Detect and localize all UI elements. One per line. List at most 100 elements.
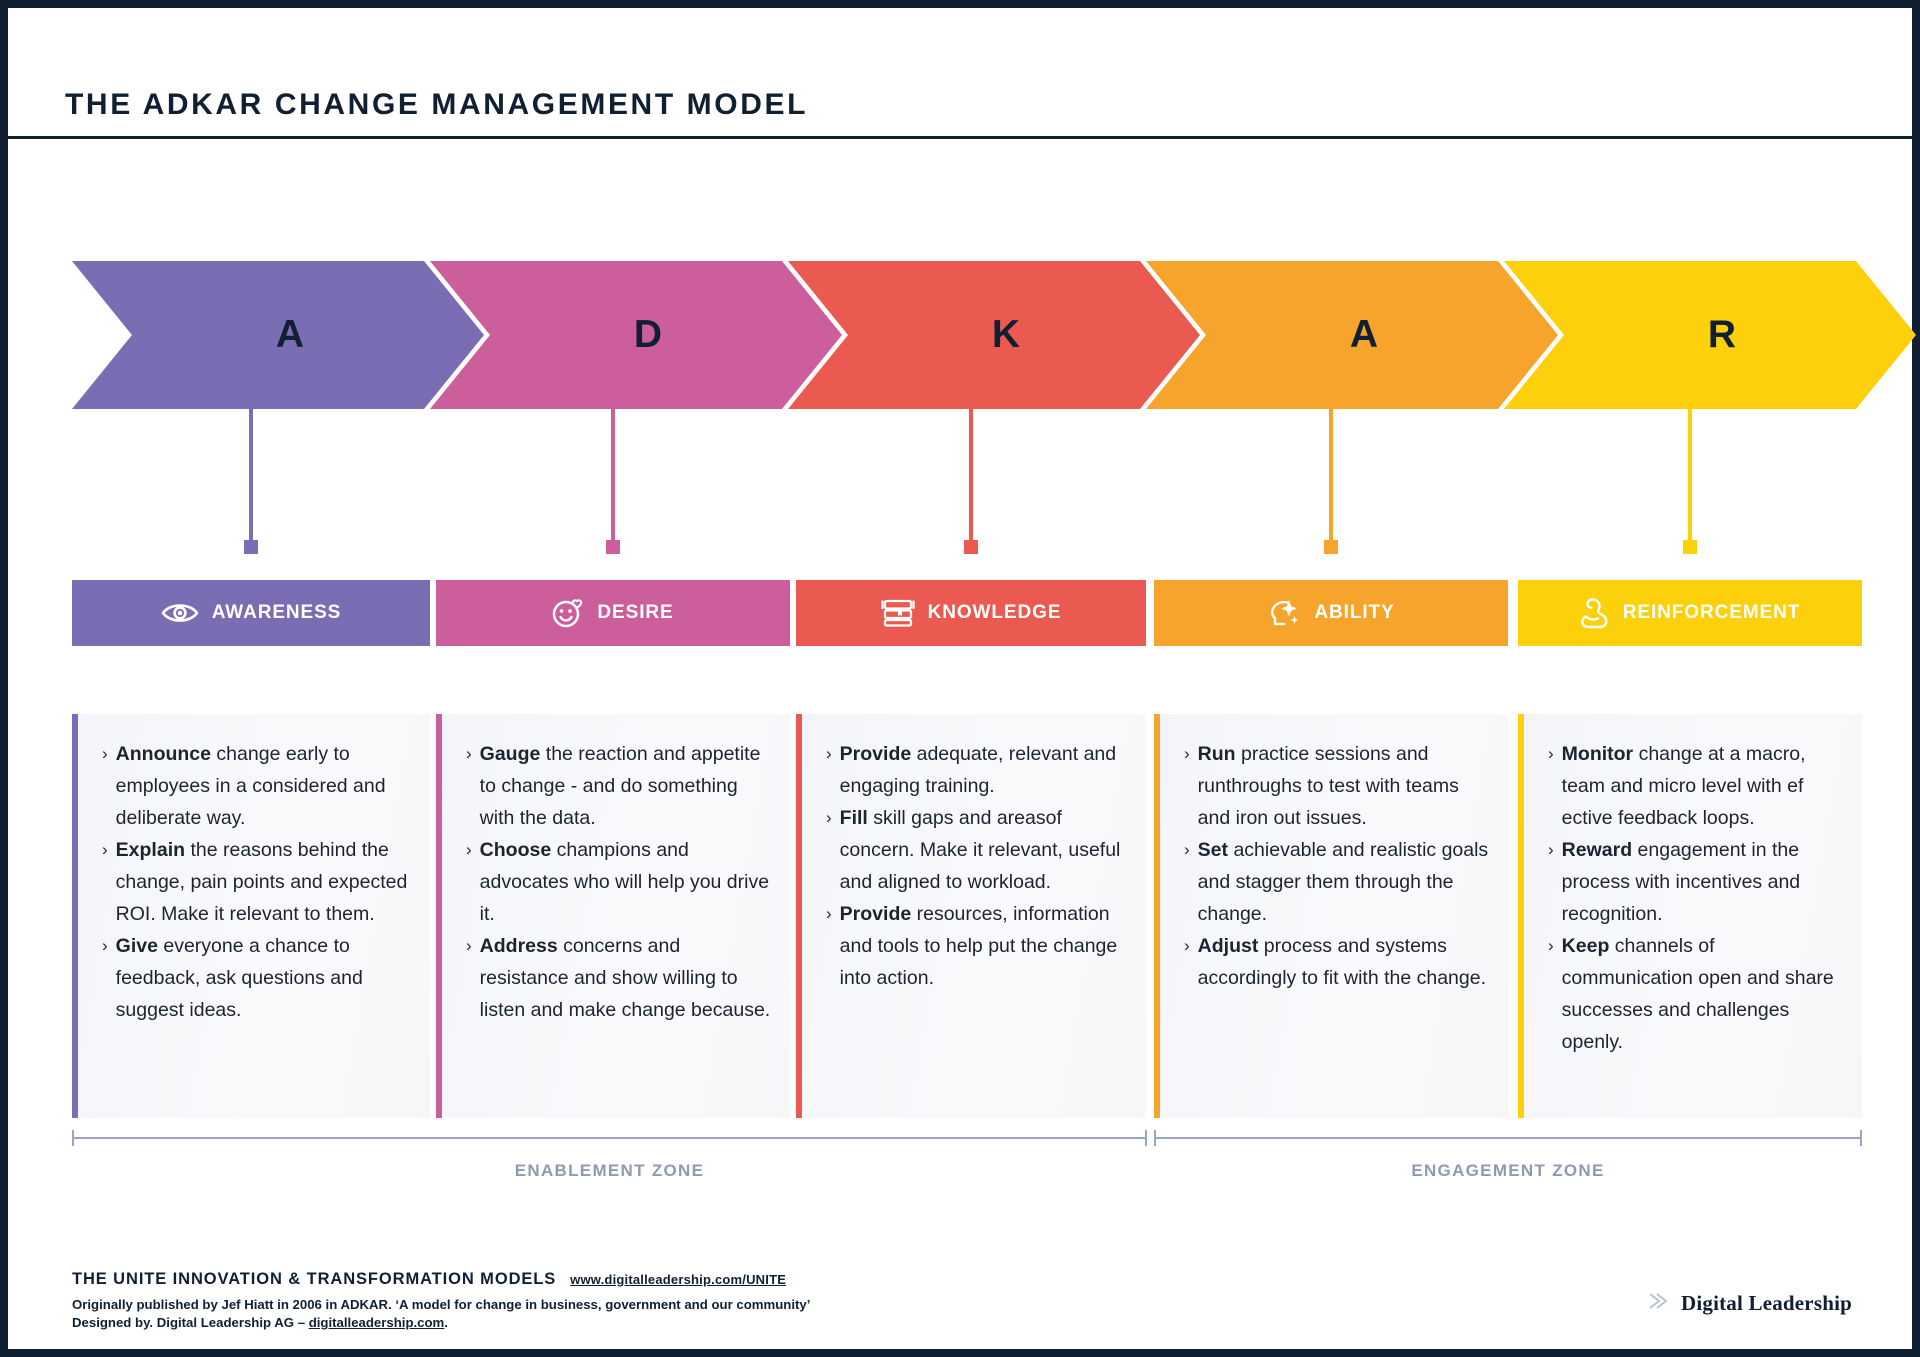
list-item-text: Adjust process and systems accordingly t… bbox=[1197, 935, 1487, 989]
list-item: › Choose champions and advocates who will… bbox=[466, 834, 772, 930]
bullet-chevron-icon: › bbox=[1548, 744, 1554, 763]
list-item-lead: Reward bbox=[1561, 839, 1633, 861]
zone-rule bbox=[1154, 1137, 1862, 1139]
list-item: ›Fill skill gaps and areasof concern. Ma… bbox=[826, 802, 1128, 898]
bullet-chevron-icon: › bbox=[466, 840, 472, 859]
list-item: › Explain the reasons behind the change, … bbox=[102, 834, 412, 930]
header: THE ADKAR CHANGE MANAGEMENT MODEL bbox=[8, 8, 1912, 139]
list-item-lead: Explain bbox=[115, 839, 186, 861]
stage-card-reinforcement: › Monitor change at a macro, team and mic… bbox=[1518, 714, 1862, 1118]
stage-chevron-reinforcement: R bbox=[1504, 261, 1916, 409]
bullet-chevron-icon: › bbox=[826, 744, 832, 763]
stage-chevron-letter: A bbox=[275, 313, 305, 356]
list-item: › Run practice sessions and runthroughs t… bbox=[1184, 738, 1490, 834]
stage-label-bar-knowledge[interactable]: KNOWLEDGE bbox=[796, 580, 1146, 646]
stage-label-bar-reinforcement[interactable]: REINFORCEMENT bbox=[1518, 580, 1862, 646]
list-item-lead: Provide bbox=[839, 903, 912, 925]
list-item-lead: Provide bbox=[839, 743, 912, 765]
footer-designed-by: Designed by. Digital Leadership AG – bbox=[72, 1315, 309, 1330]
list-item: › Announce change early to employees in a… bbox=[102, 738, 412, 834]
stage-label-text: REINFORCEMENT bbox=[1622, 602, 1801, 623]
bullet-chevron-icon: › bbox=[1184, 936, 1190, 955]
stage-label-bar-awareness[interactable]: AWARENESS bbox=[72, 580, 430, 646]
zone-tick bbox=[1145, 1130, 1147, 1146]
footer-brand-rest: INNOVATION & TRANSFORMATION MODELS bbox=[167, 1270, 557, 1288]
footer-unite-link[interactable]: www.digitalleadership.com/UNITE bbox=[570, 1272, 787, 1287]
list-item-text: Set achievable and realistic goals and s… bbox=[1197, 839, 1489, 925]
list-item: ›Address concerns and resistance and sho… bbox=[466, 930, 772, 1026]
stage-label-text: AWARENESS bbox=[211, 602, 342, 623]
list-item-lead: Monitor bbox=[1561, 743, 1634, 765]
footer-credit-line-2: Designed by. Digital Leadership AG – dig… bbox=[72, 1314, 810, 1332]
stage-chevron-desire: D bbox=[430, 261, 842, 409]
list-item: › Set achievable and realistic goals and … bbox=[1184, 834, 1490, 930]
head-sparkle-icon bbox=[1267, 598, 1301, 628]
stage-label-bar-ability[interactable]: ABILITY bbox=[1154, 580, 1508, 646]
connector-stem-reinforcement bbox=[1683, 409, 1697, 554]
connector-cap bbox=[244, 540, 258, 554]
list-item-text: Gauge the reaction and appetite to chang… bbox=[479, 743, 761, 829]
footer-period: . bbox=[444, 1315, 448, 1330]
stage-label-text: KNOWLEDGE bbox=[927, 602, 1062, 623]
connector-stem-knowledge bbox=[964, 409, 978, 554]
page-title: THE ADKAR CHANGE MANAGEMENT MODEL bbox=[65, 88, 809, 121]
stage-card-knowledge: ›Provide adequate, relevant and engaging… bbox=[796, 714, 1146, 1118]
eye-icon bbox=[161, 600, 199, 626]
list-item-lead: Choose bbox=[479, 839, 552, 861]
bullet-chevron-icon: › bbox=[1184, 744, 1190, 763]
books-icon bbox=[880, 598, 915, 628]
footer-site-link[interactable]: digitalleadership.com bbox=[308, 1315, 445, 1330]
bullet-chevron-icon: › bbox=[1548, 840, 1554, 859]
list-item-text: Announce change early to employees in a … bbox=[115, 743, 386, 829]
list-item-text: Reward engagement in the process with in… bbox=[1561, 839, 1801, 925]
connector-cap bbox=[606, 540, 620, 554]
list-item-lead: Fill bbox=[839, 807, 868, 829]
footer-credit-lines: Originally published by Jef Hiatt in 200… bbox=[72, 1296, 810, 1332]
list-item: ›Give everyone a chance to feedback, ask… bbox=[102, 930, 412, 1026]
list-item-lead: Give bbox=[115, 935, 158, 957]
list-item-text: Explain the reasons behind the change, p… bbox=[115, 839, 408, 925]
stage-chevron-knowledge: K bbox=[788, 261, 1200, 409]
smiley-heart-icon bbox=[552, 598, 584, 628]
bullet-chevron-icon: › bbox=[102, 936, 108, 955]
list-item-text: Address concerns and resistance and show… bbox=[479, 935, 771, 1021]
list-item-text: Run practice sessions and runthroughs to… bbox=[1197, 743, 1459, 829]
bullet-chevron-icon: › bbox=[466, 744, 472, 763]
list-item-text: Monitor change at a macro, team and micr… bbox=[1561, 743, 1806, 829]
stage-chevron-letter: K bbox=[991, 313, 1021, 356]
footer-credits: THE UNITE INNOVATION & TRANSFORMATION MO… bbox=[72, 1270, 810, 1332]
list-item: › Gauge the reaction and appetite to chan… bbox=[466, 738, 772, 834]
connector-stem-desire bbox=[606, 409, 620, 554]
zone-label: ENABLEMENT ZONE bbox=[514, 1161, 705, 1180]
list-item-lead: Set bbox=[1197, 839, 1229, 861]
bullet-chevron-icon: › bbox=[102, 840, 108, 859]
stage-card-awareness: › Announce change early to employees in a… bbox=[72, 714, 430, 1118]
bullet-chevron-icon: › bbox=[102, 744, 108, 763]
stage-chevron-letter: R bbox=[1707, 313, 1737, 356]
zone-tick bbox=[72, 1130, 74, 1146]
double-chevron-icon bbox=[1648, 1291, 1670, 1316]
list-item-text: Keep channels of communication open and … bbox=[1561, 935, 1834, 1053]
list-item-text: Choose champions and advocates who will … bbox=[479, 839, 770, 925]
stage-chevron-awareness: A bbox=[72, 261, 484, 409]
list-item: ›Provide resources, information and tool… bbox=[826, 898, 1128, 994]
stage-label-bar-desire[interactable]: DESIRE bbox=[436, 580, 790, 646]
connector-stem-ability bbox=[1324, 409, 1338, 554]
bullet-chevron-icon: › bbox=[1184, 840, 1190, 859]
stage-card-desire: › Gauge the reaction and appetite to chan… bbox=[436, 714, 790, 1118]
bullet-chevron-icon: › bbox=[826, 904, 832, 923]
list-item-text: Fill skill gaps and areasof concern. Mak… bbox=[839, 807, 1121, 893]
list-item: ›Keep channels of communication open and… bbox=[1548, 930, 1844, 1058]
company-logo-text: Digital Leadership bbox=[1680, 1291, 1852, 1315]
connector-cap bbox=[964, 540, 978, 554]
list-item-lead: Keep bbox=[1561, 935, 1610, 957]
footer-brand-strong: THE UNITE bbox=[72, 1270, 168, 1288]
footer-model-line: THE UNITE INNOVATION & TRANSFORMATION MO… bbox=[72, 1270, 810, 1289]
list-item-lead: Announce bbox=[115, 743, 212, 765]
stage-chevron-letter: A bbox=[1349, 313, 1379, 356]
stage-label-text: DESIRE bbox=[597, 602, 674, 623]
stage-chevron-letter: D bbox=[633, 313, 663, 356]
